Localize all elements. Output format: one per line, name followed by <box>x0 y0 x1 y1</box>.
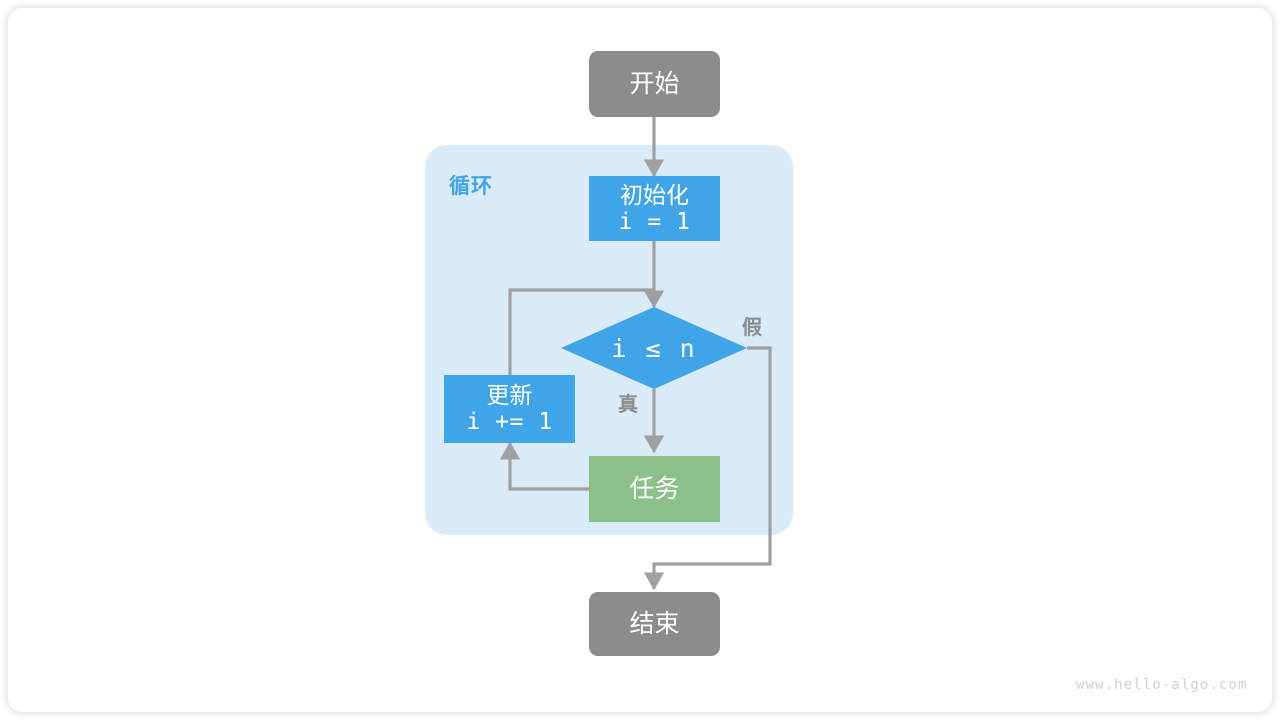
node-condition-label: i ≤ n <box>611 334 697 363</box>
node-end-label: 结束 <box>629 609 680 638</box>
node-init-label-line1: 初始化 <box>620 181 689 208</box>
node-init-label-line2: i = 1 <box>618 208 691 235</box>
node-start[interactable]: 开始 <box>589 51 720 117</box>
node-init[interactable]: 初始化 i = 1 <box>589 176 720 241</box>
edge-update-to-condition <box>508 288 654 375</box>
condition-diamond-shape <box>561 307 747 389</box>
node-start-label: 开始 <box>629 69 680 98</box>
edge-task-to-update <box>499 441 589 491</box>
edge-label-true: 真 <box>618 394 638 416</box>
watermark-url: www.hello-algo.com <box>1076 677 1248 693</box>
node-task[interactable]: 任务 <box>589 456 720 522</box>
loop-group-label: 循环 <box>449 175 493 198</box>
edge-condition-false-to-end <box>643 346 772 591</box>
node-end[interactable]: 结束 <box>589 592 720 656</box>
node-task-label: 任务 <box>629 474 680 503</box>
edge-label-false: 假 <box>742 317 762 339</box>
node-update[interactable]: 更新 i += 1 <box>444 375 575 443</box>
node-update-label-line2: i += 1 <box>466 409 553 435</box>
node-update-label-line1: 更新 <box>486 382 533 409</box>
